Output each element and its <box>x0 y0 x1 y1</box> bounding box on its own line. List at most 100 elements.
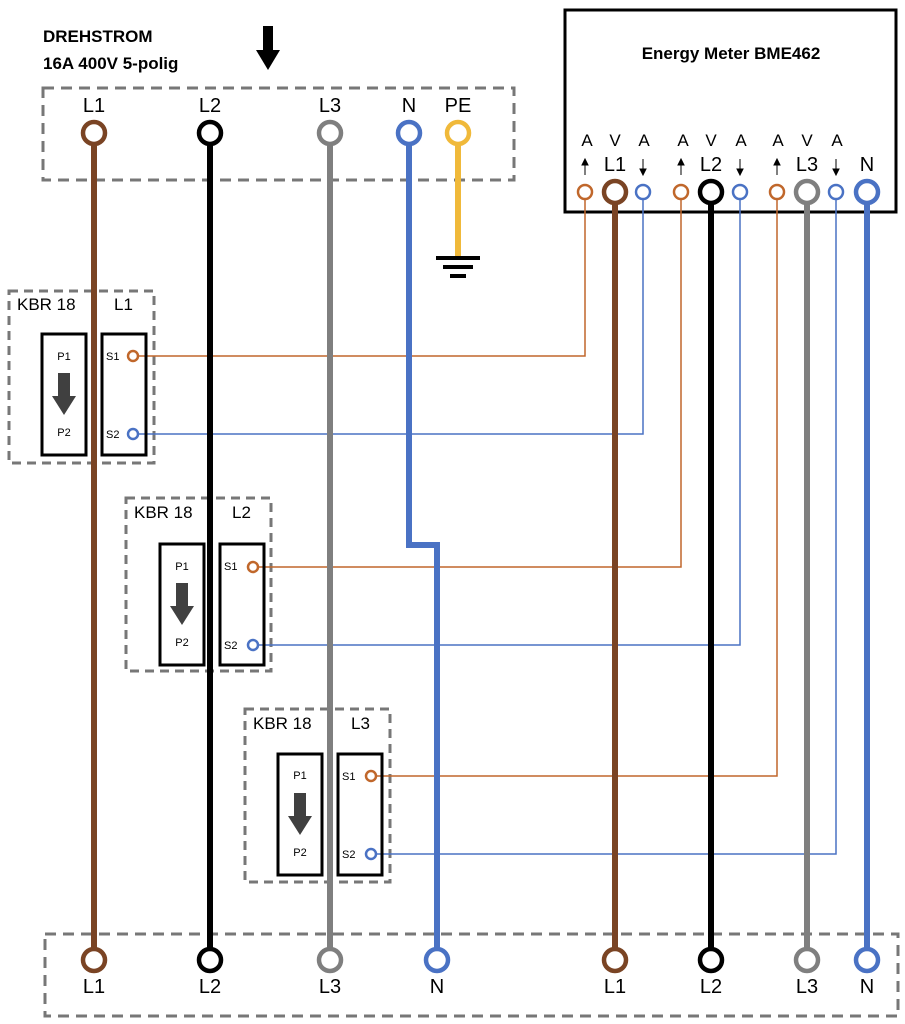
output-terminal-n <box>423 946 451 974</box>
meter-title: Energy Meter BME462 <box>642 44 821 63</box>
output-label-l1: L1 <box>83 976 105 998</box>
ct-s2-terminal <box>246 638 260 652</box>
current-transformer-l1: KBR 18 L1 P1 P2 S1 S2 <box>17 295 148 457</box>
meter-sub-label: V <box>801 131 813 150</box>
ct-s1-label: S1 <box>224 561 237 573</box>
meter-label-l2: L2 <box>700 154 722 176</box>
meter-terminal-l2-voltage <box>697 178 725 206</box>
meter-label-l3: L3 <box>796 154 818 176</box>
meter-terminal-labels: L1 L2 L3 N <box>604 154 874 176</box>
ct-l2-frame <box>124 496 273 673</box>
output-terminal-l2 <box>196 946 224 974</box>
output-terminal-l1 <box>80 946 108 974</box>
ct-s2-terminal <box>126 427 140 441</box>
ct-signal-wires <box>135 192 837 855</box>
meter-label-n: N <box>860 154 874 176</box>
ct-model-label: KBR 18 <box>253 714 312 733</box>
supply-title: DREHSTROM <box>43 27 153 46</box>
meter-terminal-l2-current-out <box>731 183 749 201</box>
ct-s2-terminal <box>364 847 378 861</box>
ct-l3-s1-wire <box>371 192 778 777</box>
ct-model-label: KBR 18 <box>17 295 76 314</box>
ct-s1-terminal <box>364 769 378 783</box>
supply-terminals <box>80 119 472 147</box>
meter-sub-label: A <box>677 131 689 150</box>
supply-terminal-l1 <box>80 119 108 147</box>
ct-s1-terminal <box>246 560 260 574</box>
ct-l2-s1-wire <box>254 192 682 568</box>
ct-phase-label: L2 <box>232 503 251 522</box>
ct-s1-label: S1 <box>106 351 119 363</box>
supply-label-l1: L1 <box>83 95 105 117</box>
ct-l3-frame <box>243 707 392 884</box>
arrow-down-icon <box>288 793 312 835</box>
meter-terminal-l1-current-out <box>634 183 652 201</box>
ct-l1-s1-wire <box>135 192 586 357</box>
meter-terminal-l3-current-in <box>768 183 786 201</box>
arrow-up-icon <box>677 157 685 175</box>
supply-label-l3: L3 <box>319 95 341 117</box>
arrow-down-icon <box>736 159 744 177</box>
meter-sub-labels: A V A A V A A V A <box>581 131 843 150</box>
arrow-up-icon <box>581 157 589 175</box>
output-label-l2: L2 <box>199 976 221 998</box>
meter-sub-label: A <box>638 131 650 150</box>
arrow-down-icon <box>639 159 647 177</box>
ct-p1-label: P1 <box>57 351 70 363</box>
ct-primary-block <box>40 332 88 457</box>
main-conductors <box>91 133 870 960</box>
ct-s2-label: S2 <box>342 849 355 861</box>
supply-terminal-pe <box>444 119 472 147</box>
meter-terminals <box>576 178 881 206</box>
meter-terminal-l1-current-in <box>576 183 594 201</box>
ct-p2-label: P2 <box>57 427 70 439</box>
meter-sub-label: A <box>772 131 784 150</box>
output-labels: L1 L2 L3 N L1 L2 L3 N <box>83 976 874 998</box>
supply-labels: L1 L2 L3 N PE <box>83 95 471 117</box>
supply-terminal-frame <box>41 86 516 182</box>
meter-sub-label: V <box>609 131 621 150</box>
ground-icon <box>436 256 480 278</box>
meter-output-terminal-n <box>853 946 881 974</box>
down-arrow-icon <box>256 26 280 70</box>
supply-label-n: N <box>402 95 416 117</box>
output-terminal-l3 <box>316 946 344 974</box>
ct-secondary-block <box>100 332 148 457</box>
meter-output-label-l2: L2 <box>700 976 722 998</box>
ct-p1-label: P1 <box>175 561 188 573</box>
current-transformer-l3: KBR 18 L3 P1 P2 S1 S2 <box>253 714 384 877</box>
ct-l1-s2-wire <box>135 192 644 435</box>
ct-phase-label: L1 <box>114 295 133 314</box>
output-label-n: N <box>430 976 444 998</box>
ct-l3-s2-wire <box>371 192 837 855</box>
meter-output-terminal-l1 <box>601 946 629 974</box>
meter-label-l1: L1 <box>604 154 626 176</box>
meter-sub-label: A <box>831 131 843 150</box>
meter-terminal-n <box>853 178 881 206</box>
ct-secondary-block <box>336 752 384 877</box>
meter-sub-label: A <box>735 131 747 150</box>
supply-label-l2: L2 <box>199 95 221 117</box>
ct-l1-frame <box>7 289 156 465</box>
arrow-down-icon <box>52 373 76 415</box>
meter-output-label-l1: L1 <box>604 976 626 998</box>
ct-s2-label: S2 <box>224 640 237 652</box>
supply-terminal-n <box>395 119 423 147</box>
meter-terminal-l3-current-out <box>827 183 845 201</box>
meter-direction-arrows <box>581 157 840 177</box>
ct-p2-label: P2 <box>293 847 306 859</box>
ct-p1-label: P1 <box>293 770 306 782</box>
arrow-down-icon <box>170 583 194 625</box>
arrow-down-icon <box>832 159 840 177</box>
ct-secondary-block <box>218 542 266 667</box>
output-terminal-frame <box>43 932 900 1018</box>
meter-output-terminal-l3 <box>793 946 821 974</box>
supply-spec: 16A 400V 5-polig <box>43 54 178 73</box>
ct-phase-label: L3 <box>351 714 370 733</box>
meter-terminal-l1-voltage <box>601 178 629 206</box>
meter-output-label-n: N <box>860 976 874 998</box>
meter-output-label-l3: L3 <box>796 976 818 998</box>
energy-meter-box <box>563 8 898 214</box>
ct-s1-label: S1 <box>342 771 355 783</box>
